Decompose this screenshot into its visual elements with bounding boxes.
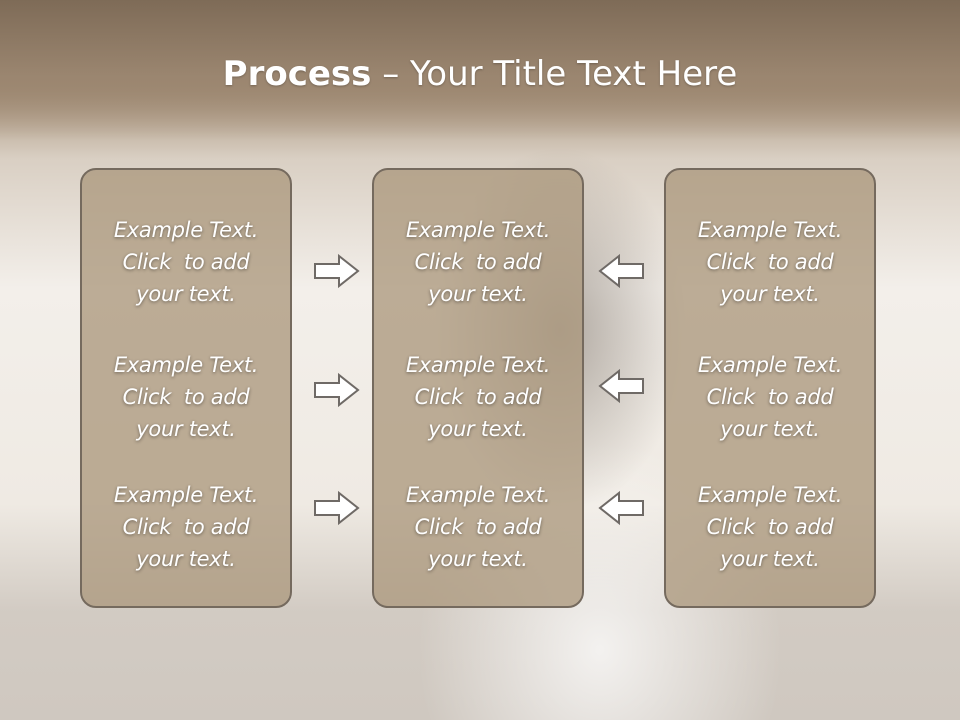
text-line: Example Text. <box>405 218 551 242</box>
text-line: Example Text. <box>697 353 843 377</box>
arrow-right-icon <box>314 372 360 408</box>
text-line: your text. <box>428 547 528 571</box>
text-line: your text. <box>428 417 528 441</box>
text-block[interactable]: Example Text. Click to add your text. <box>82 479 290 575</box>
text-line: Example Text. <box>113 218 259 242</box>
text-block[interactable]: Example Text. Click to add your text. <box>666 479 874 575</box>
text-block[interactable]: Example Text. Click to add your text. <box>82 214 290 310</box>
text-line: Example Text. <box>113 353 259 377</box>
arrow-right-icon <box>314 490 360 526</box>
text-block[interactable]: Example Text. Click to add your text. <box>374 479 582 575</box>
text-line: your text. <box>428 282 528 306</box>
text-block[interactable]: Example Text. Click to add your text. <box>374 349 582 445</box>
text-line: your text. <box>720 417 820 441</box>
text-line: Example Text. <box>697 483 843 507</box>
text-line: Click to add <box>122 385 250 409</box>
text-line: your text. <box>720 282 820 306</box>
text-line: your text. <box>720 547 820 571</box>
panel-left[interactable]: Example Text. Click to add your text. Ex… <box>80 168 292 608</box>
text-line: your text. <box>136 417 236 441</box>
text-block[interactable]: Example Text. Click to add your text. <box>666 349 874 445</box>
panel-right[interactable]: Example Text. Click to add your text. Ex… <box>664 168 876 608</box>
arrow-left-icon <box>598 368 644 404</box>
slide-title[interactable]: Process – Your Title Text Here <box>0 52 960 96</box>
text-block[interactable]: Example Text. Click to add your text. <box>82 349 290 445</box>
arrow-left-icon <box>598 490 644 526</box>
title-band <box>0 0 960 140</box>
panel-center[interactable]: Example Text. Click to add your text. Ex… <box>372 168 584 608</box>
title-bold: Process <box>222 54 372 94</box>
arrow-left-icon <box>598 253 644 289</box>
title-dash: – <box>371 54 411 94</box>
text-line: Click to add <box>414 250 542 274</box>
title-rest: Your Title Text Here <box>410 54 738 94</box>
text-block[interactable]: Example Text. Click to add your text. <box>374 214 582 310</box>
text-line: Example Text. <box>113 483 259 507</box>
text-line: Click to add <box>706 515 834 539</box>
text-line: Example Text. <box>697 218 843 242</box>
text-line: Click to add <box>414 515 542 539</box>
text-block[interactable]: Example Text. Click to add your text. <box>666 214 874 310</box>
text-line: Click to add <box>122 250 250 274</box>
text-line: Example Text. <box>405 353 551 377</box>
text-line: Click to add <box>122 515 250 539</box>
text-line: your text. <box>136 547 236 571</box>
text-line: Click to add <box>414 385 542 409</box>
text-line: Click to add <box>706 250 834 274</box>
text-line: Example Text. <box>405 483 551 507</box>
text-line: Click to add <box>706 385 834 409</box>
text-line: your text. <box>136 282 236 306</box>
arrow-right-icon <box>314 253 360 289</box>
